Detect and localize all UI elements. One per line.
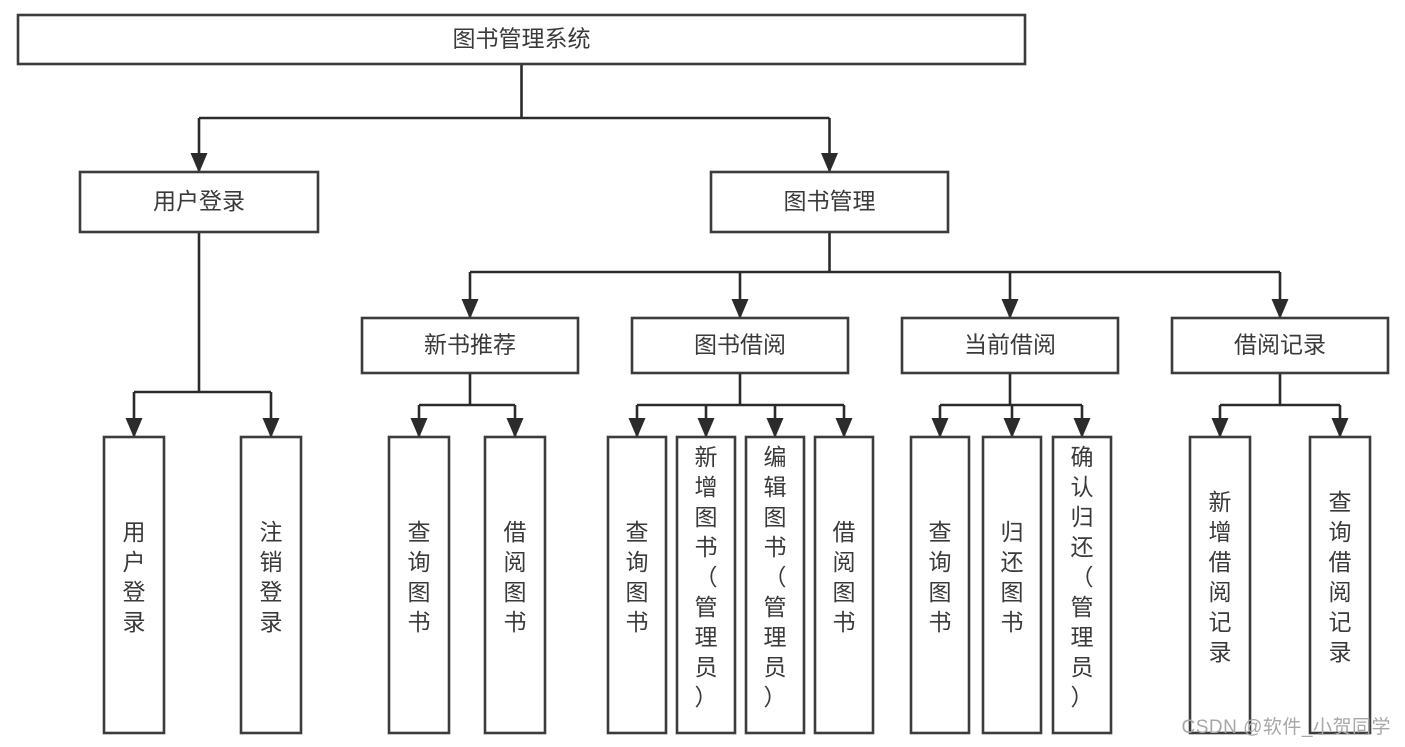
- node-add-borrow-record[interactable]: 新增借阅记录: [1188, 435, 1252, 735]
- node-box-add-book-admin[interactable]: [675, 435, 737, 735]
- node-borrow-book-2[interactable]: 借阅图书: [813, 435, 875, 735]
- node-root[interactable]: 图书管理系统: [16, 13, 1027, 66]
- arrowhead-borrow-record-0: [1211, 418, 1229, 438]
- node-box-query-borrow-record[interactable]: [1308, 435, 1372, 735]
- node-book-management[interactable]: 图书管理: [709, 170, 950, 234]
- node-box-add-borrow-record[interactable]: [1188, 435, 1252, 735]
- node-box-query-book-1[interactable]: [387, 435, 451, 735]
- arrowhead-current-borrow-1: [1003, 418, 1021, 438]
- arrowhead-user-login-1: [262, 418, 280, 438]
- node-label-new-book-recommend: 新书推荐: [424, 332, 516, 358]
- node-box-confirm-return-admin[interactable]: [1051, 435, 1113, 735]
- node-box-borrow-book-2[interactable]: [813, 435, 875, 735]
- node-label-return-book: 归还图书: [1001, 519, 1024, 635]
- node-label-add-book-admin: 新增图书（管理员）: [695, 444, 718, 710]
- arrowhead-book-borrow-2: [766, 418, 784, 438]
- node-query-borrow-record[interactable]: 查询借阅记录: [1308, 435, 1372, 735]
- node-label-book-borrow: 图书借阅: [694, 332, 786, 358]
- node-box-book-borrow[interactable]: [630, 316, 850, 375]
- node-query-book-1[interactable]: 查询图书: [387, 435, 451, 735]
- arrowhead-current-borrow-0: [931, 418, 949, 438]
- node-borrow-book-1[interactable]: 借阅图书: [483, 435, 547, 735]
- node-box-user-logout-leaf[interactable]: [239, 435, 303, 735]
- node-box-root[interactable]: [16, 13, 1027, 66]
- arrowhead-book-management-2: [1001, 299, 1019, 319]
- arrowhead-borrow-record-1: [1331, 418, 1349, 438]
- node-user-login[interactable]: 用户登录: [78, 170, 320, 234]
- node-confirm-return-admin[interactable]: 确认归还（管理员）: [1051, 435, 1113, 735]
- node-user-login-leaf[interactable]: 用户登录: [102, 435, 166, 735]
- arrowhead-book-management-0: [461, 299, 479, 319]
- node-box-borrow-book-1[interactable]: [483, 435, 547, 735]
- arrowhead-current-borrow-2: [1073, 418, 1091, 438]
- node-current-borrow[interactable]: 当前借阅: [900, 316, 1120, 375]
- node-box-book-management[interactable]: [709, 170, 950, 234]
- node-label-borrow-record: 借阅记录: [1234, 332, 1326, 358]
- arrowhead-book-management-1: [731, 299, 749, 319]
- node-box-user-login-leaf[interactable]: [102, 435, 166, 735]
- arrowhead-root-1: [821, 153, 838, 173]
- node-label-root: 图书管理系统: [453, 26, 591, 52]
- node-label-borrow-book-2: 借阅图书: [833, 519, 856, 635]
- node-label-current-borrow: 当前借阅: [964, 332, 1056, 358]
- node-book-borrow[interactable]: 图书借阅: [630, 316, 850, 375]
- node-new-book-recommend[interactable]: 新书推荐: [360, 316, 580, 375]
- arrowhead-user-login-0: [125, 418, 143, 438]
- node-label-user-login: 用户登录: [153, 188, 245, 214]
- node-box-current-borrow[interactable]: [900, 316, 1120, 375]
- node-box-borrow-record[interactable]: [1170, 316, 1390, 375]
- arrowhead-book-borrow-1: [697, 418, 715, 438]
- node-label-edit-book-admin: 编辑图书（管理员）: [764, 444, 787, 710]
- node-label-book-management: 图书管理: [784, 188, 876, 214]
- node-label-query-book-2: 查询图书: [626, 519, 649, 635]
- arrowhead-book-borrow-0: [628, 418, 646, 438]
- node-label-confirm-return-admin: 确认归还（管理员）: [1071, 444, 1094, 710]
- node-label-user-logout-leaf: 注销登录: [260, 519, 283, 635]
- node-query-book-3[interactable]: 查询图书: [909, 435, 971, 735]
- node-label-borrow-book-1: 借阅图书: [504, 519, 527, 635]
- node-box-new-book-recommend[interactable]: [360, 316, 580, 375]
- arrowhead-new-book-recommend-0: [410, 418, 428, 438]
- node-borrow-record[interactable]: 借阅记录: [1170, 316, 1390, 375]
- node-label-query-borrow-record: 查询借阅记录: [1329, 489, 1352, 665]
- node-box-user-login[interactable]: [78, 170, 320, 234]
- node-label-query-book-1: 查询图书: [408, 519, 431, 635]
- node-label-user-login-leaf: 用户登录: [123, 519, 146, 635]
- node-edit-book-admin[interactable]: 编辑图书（管理员）: [744, 435, 806, 735]
- arrowhead-book-borrow-3: [835, 418, 853, 438]
- node-box-edit-book-admin[interactable]: [744, 435, 806, 735]
- node-return-book[interactable]: 归还图书: [981, 435, 1043, 735]
- node-query-book-2[interactable]: 查询图书: [606, 435, 668, 735]
- node-add-book-admin[interactable]: 新增图书（管理员）: [675, 435, 737, 735]
- arrowhead-book-management-3: [1271, 299, 1289, 319]
- arrowhead-new-book-recommend-1: [506, 418, 524, 438]
- node-box-query-book-3[interactable]: [909, 435, 971, 735]
- node-box-return-book[interactable]: [981, 435, 1043, 735]
- node-user-logout-leaf[interactable]: 注销登录: [239, 435, 303, 735]
- node-box-query-book-2[interactable]: [606, 435, 668, 735]
- arrowhead-root-0: [190, 153, 208, 173]
- node-label-query-book-3: 查询图书: [929, 519, 952, 635]
- node-label-add-borrow-record: 新增借阅记录: [1209, 489, 1232, 665]
